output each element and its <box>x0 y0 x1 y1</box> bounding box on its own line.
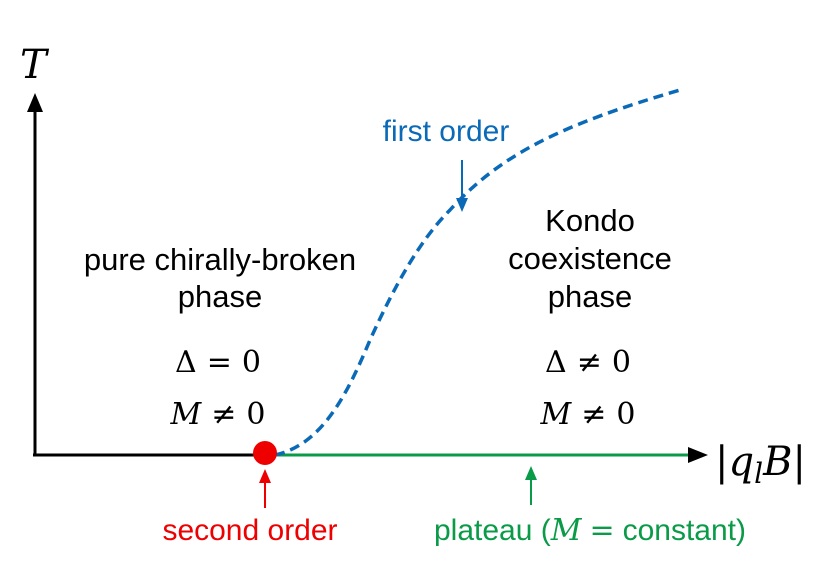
critical-point <box>253 441 277 465</box>
right-cond-m: M≠0 <box>540 397 636 432</box>
second-order-arrowhead <box>259 469 271 483</box>
right-region-line3: phase <box>548 279 632 314</box>
second-order-label: second order <box>162 514 337 547</box>
right-region-line1: Kondo <box>545 203 635 238</box>
x-label-q: q <box>728 439 754 485</box>
first-order-curve <box>274 88 681 457</box>
y-axis-label: T <box>20 42 50 88</box>
plateau-label: plateau (M= constant) <box>434 513 746 548</box>
left-cond-delta: Δ=0 <box>175 345 261 380</box>
plateau-suffix: constant) <box>623 514 746 547</box>
x-label-open-bar: | <box>715 439 728 485</box>
x-axis-arrowhead <box>688 447 708 463</box>
first-order-label: first order <box>383 115 510 148</box>
left-region-line1: pure chirally-broken <box>84 242 356 277</box>
y-axis-arrowhead <box>27 93 43 112</box>
x-axis-label: |qlB| <box>715 439 806 490</box>
x-label-B: B <box>762 439 792 485</box>
first-order-arrowhead <box>456 198 468 212</box>
left-cond-m: M≠0 <box>170 397 266 432</box>
left-region-line2: phase <box>178 279 262 314</box>
right-region-line2: coexistence <box>508 241 672 276</box>
plateau-symbol: M <box>550 513 583 548</box>
x-label-sub: l <box>754 457 763 490</box>
plateau-arrowhead <box>525 466 537 480</box>
plateau-prefix: plateau ( <box>434 514 551 547</box>
right-cond-delta: Δ≠0 <box>545 345 631 380</box>
x-label-close-bar: | <box>792 439 805 485</box>
plateau-relation: = <box>589 513 614 548</box>
